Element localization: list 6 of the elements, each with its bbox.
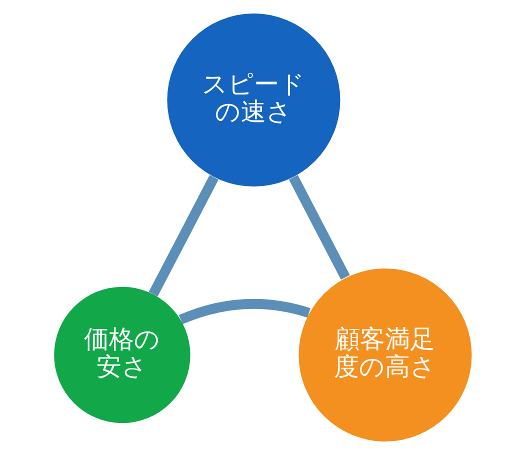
connector [288, 175, 350, 280]
node-circle: 顧客満足度の高さ [298, 268, 472, 442]
connector [148, 175, 219, 297]
node-circle: スピードの速さ [167, 13, 340, 187]
connector [178, 298, 310, 324]
node-circle: 価格の安さ [54, 286, 190, 424]
